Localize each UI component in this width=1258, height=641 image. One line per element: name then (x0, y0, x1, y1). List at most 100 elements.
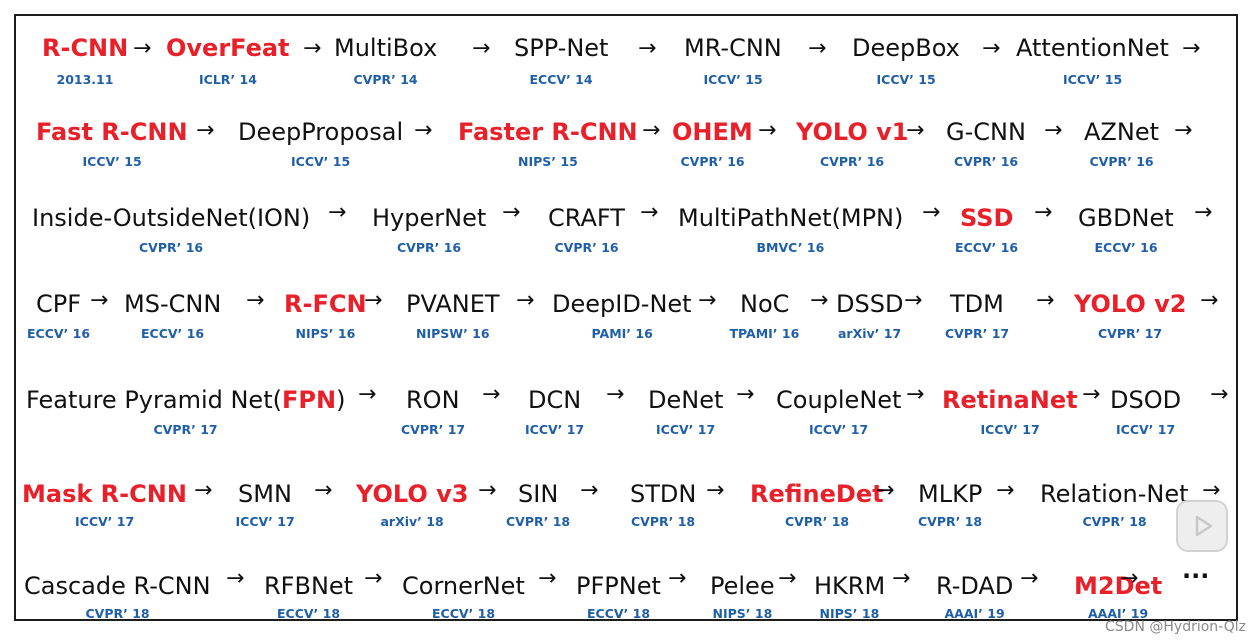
method-dcn: DCN (528, 388, 581, 412)
venue-label-smn: ICCV’ 17 (235, 514, 295, 529)
venue-label-sin: CVPR’ 18 (506, 514, 571, 529)
method-name: RON (406, 386, 460, 414)
venue-label-faster-r-cnn: NIPS’ 15 (518, 154, 578, 169)
method-refinedet: RefineDet (750, 482, 884, 506)
venue-label-denet: ICCV’ 17 (656, 422, 716, 437)
arrow-icon: → (516, 288, 535, 313)
method-cornernet: CornerNet (402, 574, 525, 598)
venue-label-relation-net: CVPR’ 18 (1082, 514, 1147, 529)
arrow-icon: → (1202, 478, 1221, 503)
method-mask-r-cnn: Mask R-CNN (22, 482, 187, 506)
method-name: Faster R-CNN (458, 118, 638, 146)
method-name: G-CNN (946, 118, 1026, 146)
arrow-icon: → (1044, 118, 1063, 143)
venue-label-ssd: ECCV’ 16 (955, 240, 1019, 255)
method-name: HKRM (814, 572, 886, 600)
method-feature-pyramid-net-fpn: Feature Pyramid Net(FPN) (26, 388, 345, 412)
method-name: DCN (528, 386, 582, 414)
venue-label-deepbox: ICCV’ 15 (876, 72, 936, 87)
method-deepid-net: DeepID-Net (552, 292, 692, 316)
method-attentionnet: AttentionNet (1016, 36, 1169, 60)
arrow-icon: → (904, 288, 923, 313)
method-pelee: Pelee (710, 574, 775, 598)
venue-label-r-fcn: NIPS’ 16 (295, 326, 356, 341)
method-sin: SIN (518, 482, 558, 506)
method-noc: NoC (740, 292, 789, 316)
method-mr-cnn: MR-CNN (684, 36, 782, 60)
method-aznet: AZNet (1084, 120, 1159, 144)
arrow-icon: → (668, 566, 687, 591)
ellipsis: ··· (1182, 562, 1210, 590)
venue-label-pelee: NIPS’ 18 (712, 606, 773, 621)
arrow-icon: → (698, 288, 717, 313)
method-faster-r-cnn: Faster R-CNN (458, 120, 638, 144)
method-name: DeepBox (852, 34, 960, 62)
arrow-icon: → (922, 200, 941, 225)
method-ssd: SSD (960, 206, 1013, 230)
method-name: DeepID-Net (552, 290, 692, 318)
method-denet: DeNet (648, 388, 723, 412)
arrow-icon: → (478, 478, 497, 503)
method-yolo-v3: YOLO v3 (356, 482, 468, 506)
arrow-icon: → (358, 382, 377, 407)
method-name-tail: ) (336, 386, 346, 414)
arrow-icon: → (876, 478, 895, 503)
venue-label-craft: CVPR’ 16 (554, 240, 619, 255)
method-name: CornerNet (402, 572, 525, 600)
venue-label-tdm: CVPR’ 17 (945, 326, 1010, 341)
arrow-icon: → (1200, 288, 1219, 313)
play-icon (1195, 515, 1213, 537)
method-pfpnet: PFPNet (576, 574, 661, 598)
method-name: SMN (238, 480, 292, 508)
venue-label-mlkp: CVPR’ 18 (918, 514, 983, 529)
method-name: CRAFT (548, 204, 625, 232)
arrow-icon: → (482, 382, 501, 407)
method-dssd: DSSD (836, 292, 903, 316)
method-name: Relation-Net (1040, 480, 1189, 508)
venue-label-r-cnn: 2013.11 (56, 72, 114, 87)
arrow-icon: → (996, 478, 1015, 503)
venue-label-feature-pyramid-net-fpn: CVPR’ 17 (153, 422, 218, 437)
arrow-icon: → (1020, 566, 1039, 591)
arrow-icon: → (328, 200, 347, 225)
method-name: Feature Pyramid Net( (26, 386, 282, 414)
method-stdn: STDN (630, 482, 696, 506)
method-name-highlight: FPN (281, 386, 337, 414)
arrow-icon: → (1210, 382, 1229, 407)
venue-label-dcn: ICCV’ 17 (525, 422, 585, 437)
venue-label-multibox: CVPR’ 14 (353, 72, 418, 87)
method-name: GBDNet (1078, 204, 1174, 232)
method-name: MultiPathNet(MPN) (678, 204, 904, 232)
method-pvanet: PVANET (406, 292, 500, 316)
arrow-icon: → (133, 36, 152, 61)
method-r-dad: R-DAD (936, 574, 1013, 598)
method-name: TDM (950, 290, 1004, 318)
arrow-icon: → (808, 36, 827, 61)
venue-label-cornernet: ECCV’ 18 (432, 606, 496, 621)
method-couplenet: CoupleNet (776, 388, 901, 412)
method-r-fcn: R-FCN (284, 292, 367, 316)
arrow-icon: → (758, 118, 777, 143)
method-name: SIN (518, 480, 559, 508)
method-name: Fast R-CNN (36, 118, 188, 146)
venue-label-pfpnet: ECCV’ 18 (587, 606, 651, 621)
play-button[interactable] (1176, 500, 1228, 552)
venue-label-m2det: AAAI’ 19 (1088, 606, 1149, 621)
venue-label-yolo-v1: CVPR’ 16 (820, 154, 885, 169)
method-name: YOLO v2 (1074, 290, 1187, 318)
venue-label-mr-cnn: ICCV’ 15 (703, 72, 763, 87)
venue-label-r-dad: AAAI’ 19 (944, 606, 1005, 621)
venue-label-stdn: CVPR’ 18 (631, 514, 696, 529)
method-name: SSD (960, 204, 1014, 232)
method-name: R-FCN (284, 290, 367, 318)
arrow-icon: → (810, 288, 829, 313)
venue-label-deepproposal: ICCV’ 15 (291, 154, 351, 169)
method-name: Pelee (710, 572, 775, 600)
method-name: HyperNet (372, 204, 487, 232)
method-smn: SMN (238, 482, 292, 506)
method-name: DeepProposal (238, 118, 404, 146)
venue-label-deepid-net: PAMI’ 16 (591, 326, 653, 341)
arrow-icon: → (314, 478, 333, 503)
venue-label-retinanet: ICCV’ 17 (980, 422, 1040, 437)
method-cpf: CPF (36, 292, 81, 316)
